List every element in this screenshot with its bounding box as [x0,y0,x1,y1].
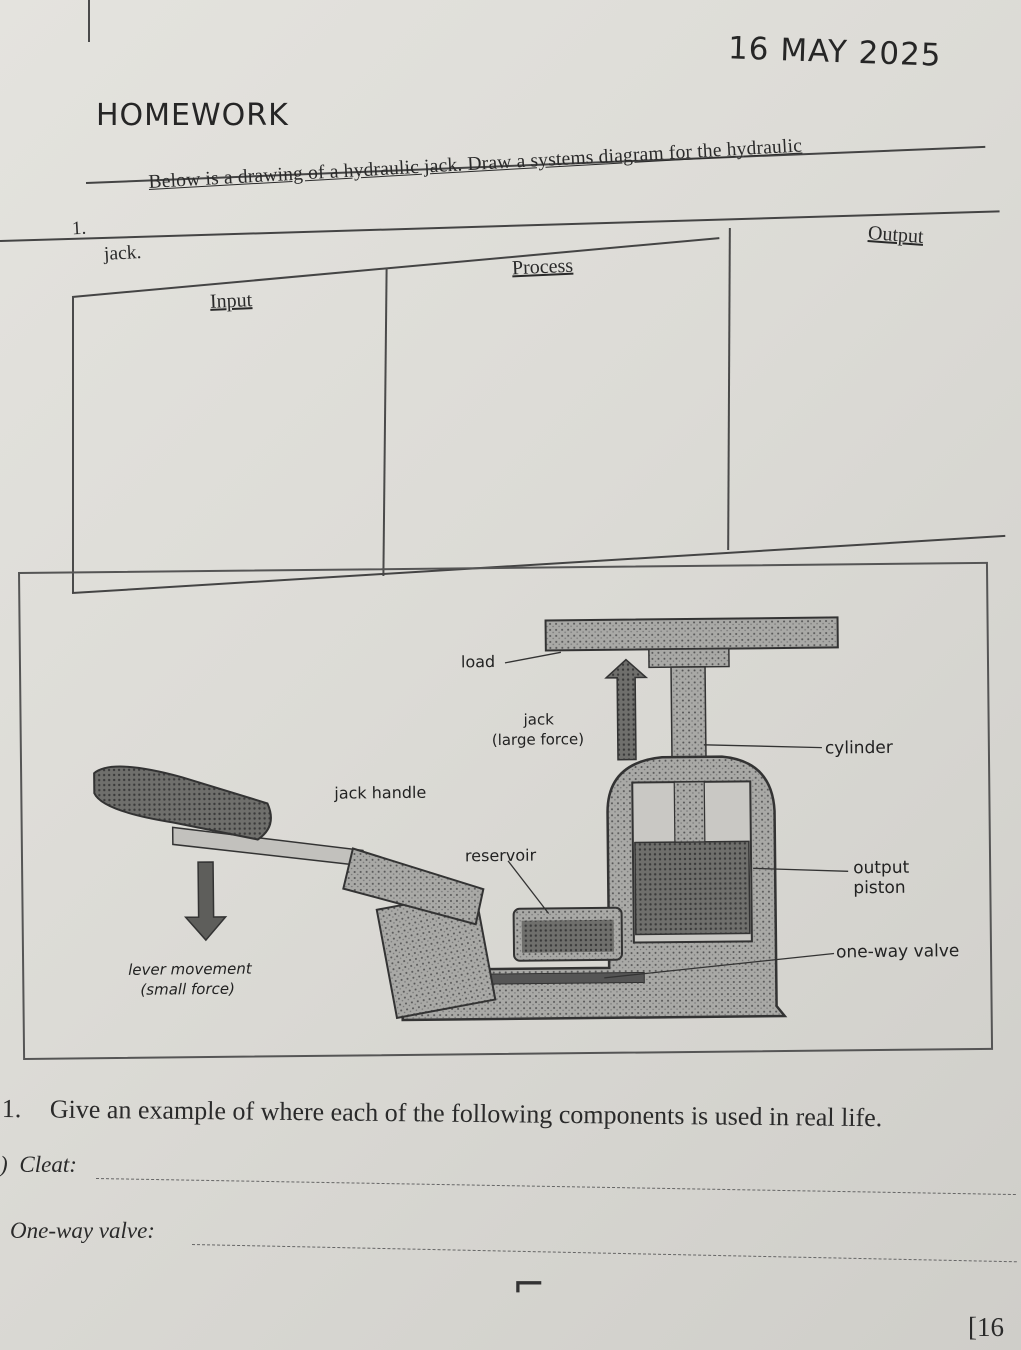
jack-handle-grip [93,765,272,841]
column-input: Input [209,289,253,313]
label-reservoir: reservoir [465,846,537,866]
table-divider-1 [382,268,388,576]
answer-one-way-valve-line [191,1244,1017,1263]
load-platform [544,616,839,652]
output-piston [634,840,751,936]
label-jack-handle: jack handle [333,783,426,803]
marks-total: [16 [968,1312,1004,1342]
table-divider-2 [727,227,731,551]
answer-cleat-line [95,1178,1016,1196]
page-margin-line [88,0,90,42]
hydraulic-jack-svg: load jack (large force) cylinder jack ha… [93,616,959,1022]
answer-cleat-prefix: ) [0,1152,8,1177]
label-small-force: (small force) [140,980,235,999]
output-piston-leader [753,867,849,872]
label-jack: jack [522,710,554,728]
label-load: load [461,652,495,671]
column-process: Process [511,254,574,280]
question-2-number: 1. [1,1094,22,1124]
label-large-force: (large force) [492,730,584,749]
answer-one-way-valve-label: One-way valve: [10,1218,155,1244]
cylinder-leader [703,744,822,749]
answer-cleat-text: Cleat: [19,1152,77,1177]
reservoir-leader [507,860,550,914]
label-piston: piston [853,878,905,899]
table-left-edge [72,296,74,592]
label-cylinder: cylinder [825,738,893,759]
question-1-text: Below is a drawing of a hydraulic jack. … [148,135,803,193]
label-output: output [853,858,910,879]
question-2: 1. Give an example of where each of the … [2,1094,883,1133]
reservoir-fluid [521,919,615,953]
answer-cleat-label: ) Cleat: [0,1152,77,1178]
answer-one-way-valve-text: One-way valve: [10,1218,155,1243]
jack-handle-socket [342,847,485,926]
one-way-valve-leader [604,952,835,979]
question-2-text: Give an example of where each of the fol… [49,1094,883,1133]
hydraulic-jack-diagram: load jack (large force) cylinder jack ha… [18,561,994,1060]
tick-mark-icon: ⌐ [512,1262,546,1308]
table-header-line [71,237,720,298]
column-output: Output [867,222,925,248]
date: 16 MAY 2025 [727,30,943,74]
question-1-continuation: jack. [103,242,142,265]
small-force-arrow [183,861,228,942]
load-leader [504,651,561,664]
label-one-way-valve: one-way valve [836,941,959,962]
table-top-line [0,210,1000,242]
ram-head [648,647,730,669]
label-lever-movement: lever movement [128,960,253,979]
page-title: HOMEWORK [96,98,289,133]
ram-inside-cylinder [673,781,706,843]
large-force-arrow [604,658,649,761]
